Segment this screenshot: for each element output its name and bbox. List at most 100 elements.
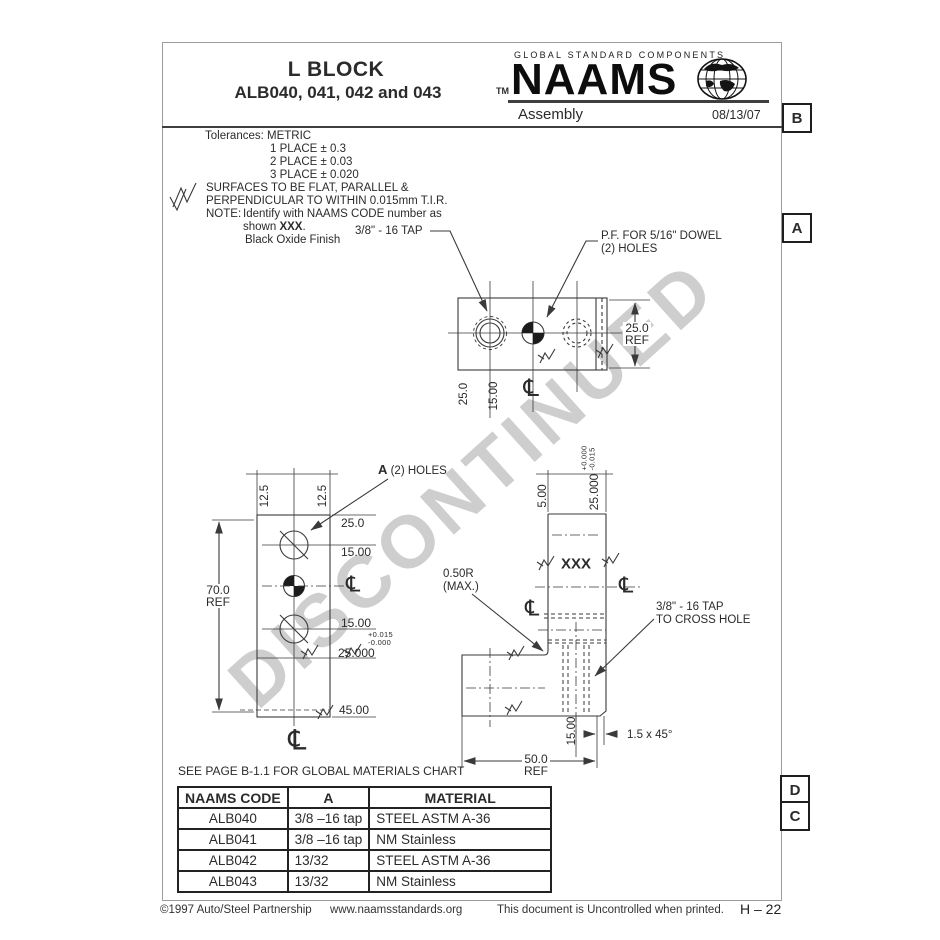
col-header-naams-code: NAAMS CODE (177, 786, 289, 809)
dim-125-right: 12.5 (317, 484, 329, 508)
l-block-outline (461, 513, 607, 717)
note-line-1: Identify with NAAMS CODE number as (243, 208, 442, 220)
note-xxx: XXX (279, 221, 303, 233)
dim-25000: 25.000 (587, 473, 601, 511)
dim-15-bottom: 15.00 (341, 616, 372, 630)
tolerance-3: 3 PLACE ± 0.020 (270, 169, 359, 181)
cell-code: ALB041 (177, 828, 289, 851)
cell-a: 3/8 –16 tap (286, 807, 371, 830)
holes-callout-text: (2) HOLES (390, 465, 447, 477)
brand-underline (508, 100, 769, 103)
page-border (162, 42, 782, 901)
brand-logo-text: NAAMS (511, 55, 678, 104)
materials-chart-note: SEE PAGE B-1.1 FOR GLOBAL MATERIALS CHAR… (178, 764, 465, 778)
side-view-linework (461, 470, 655, 768)
globe-icon (697, 58, 747, 100)
tap-label: 3/8" - 16 TAP (355, 225, 423, 237)
centerline-symbol: ℄ (616, 573, 636, 599)
surfaces-note-1: SURFACES TO BE FLAT, PARALLEL & (206, 182, 409, 194)
brand-tagline: GLOBAL STANDARD COMPONENTS (514, 50, 726, 60)
dowel-hole (562, 318, 592, 348)
surface-finish-symbol (169, 182, 197, 212)
materials-table: NAAMS CODE A MATERIAL ALB040 3/8 –16 tap… (177, 786, 553, 893)
tolerances-title: Tolerances: METRIC (205, 130, 312, 142)
tolerance-plus: +0.015 (368, 630, 393, 639)
dim-70-suffix: REF (206, 595, 230, 609)
dowel-label-2: (2) HOLES (601, 243, 658, 255)
note-label: NOTE: (206, 208, 242, 220)
table-row: ALB040 3/8 –16 tap STEEL ASTM A-36 (177, 807, 553, 830)
dim-50-suffix: REF (524, 764, 548, 778)
cell-material: NM Stainless (368, 828, 553, 851)
centerline-symbol: ℄ (343, 572, 363, 598)
table-row: ALB042 13/32 STEEL ASTM A-36 (177, 849, 553, 872)
dowel-leader (546, 240, 598, 318)
naams-code-mark: XXX (560, 555, 592, 573)
dim-15: 15.00 (566, 716, 578, 746)
cross-tap-label-1: 3/8" - 16 TAP (656, 601, 724, 613)
note-line-2-pre: shown (243, 221, 280, 233)
sheet-category: Assembly (518, 106, 584, 123)
cell-material: NM Stainless (368, 870, 553, 893)
dim-25-ref-suffix: REF (625, 333, 649, 347)
note-line-2: shown XXX. (243, 221, 306, 233)
cell-material: STEEL ASTM A-36 (368, 807, 553, 830)
table-row: ALB043 13/32 NM Stainless (177, 870, 553, 893)
page-title: L BLOCK (287, 58, 385, 81)
trademark-symbol: TM (496, 86, 509, 96)
front-view-linework (212, 468, 389, 726)
dim-125-left: 12.5 (259, 484, 271, 508)
footer-page-number: H – 22 (740, 901, 782, 917)
dim-15: 15.00 (488, 381, 500, 411)
radius-label-2: (MAX.) (443, 581, 479, 593)
cell-code: ALB040 (177, 807, 289, 830)
centerline-symbol: ℄ (522, 596, 542, 622)
col-header-a: A (286, 786, 371, 809)
dim-15-top: 15.00 (341, 545, 372, 559)
note-line-2-post: . (302, 221, 306, 233)
footer-copyright: ©1997 Auto/Steel Partnership (160, 904, 312, 916)
table-header-row: NAAMS CODE A MATERIAL (177, 786, 553, 809)
cell-material: STEEL ASTM A-36 (368, 849, 553, 872)
zone-box-c: C (780, 801, 810, 831)
cross-tap-label-2: TO CROSS HOLE (656, 614, 751, 626)
footer-uncontrolled-note: This document is Uncontrolled when print… (497, 904, 724, 916)
dim-tolerance: +0.015 -0.000 (368, 631, 393, 646)
holes-leader (310, 478, 389, 531)
dim-tolerance: +0.000 -0.015 (580, 446, 597, 471)
sheet-date: 08/13/07 (712, 108, 761, 122)
top-view-linework (430, 230, 650, 418)
dim-70-ref: 70.0 REF (204, 584, 232, 608)
finish-note: Black Oxide Finish (245, 234, 341, 246)
chamfer-label: 1.5 x 45° (627, 729, 673, 741)
cell-code: ALB042 (177, 849, 289, 872)
header-separator (162, 126, 782, 128)
cell-a: 13/32 (286, 849, 371, 872)
tolerance-2: 2 PLACE ± 0.03 (270, 156, 353, 168)
dim-25-ref: 25.0 REF (623, 322, 651, 346)
surfaces-note-2: PERPENDICULAR TO WITHIN 0.015mm T.I.R. (206, 195, 448, 207)
dim-50-ref: 50.0 REF (522, 753, 550, 777)
dim-5: 5.00 (535, 484, 549, 508)
dim-45: 45.00 (339, 703, 370, 717)
dim-25: 25.0 (341, 516, 365, 530)
tap-leader (430, 230, 488, 312)
tolerance-minus: -0.015 (587, 447, 596, 471)
zone-box-b: B (782, 103, 812, 133)
cell-a: 3/8 –16 tap (286, 828, 371, 851)
holes-callout-a: A (378, 462, 388, 477)
page-subtitle: ALB040, 041, 042 and 043 (234, 83, 442, 102)
datum-target-symbol (521, 321, 545, 345)
tolerance-minus: -0.000 (368, 637, 392, 647)
cell-a: 13/32 (286, 870, 371, 893)
radius-leader (471, 593, 544, 652)
centerline-symbol: ℄ (284, 723, 310, 757)
radius-label-1: 0.50R (443, 568, 474, 580)
dim-25: 25.0 (458, 382, 470, 406)
dowel-label-1: P.F. FOR 5/16" DOWEL (601, 230, 722, 242)
tapped-hole (473, 316, 507, 350)
footer-website: www.naamsstandards.org (330, 904, 463, 916)
holes-callout: A (2) HOLES (378, 462, 447, 477)
